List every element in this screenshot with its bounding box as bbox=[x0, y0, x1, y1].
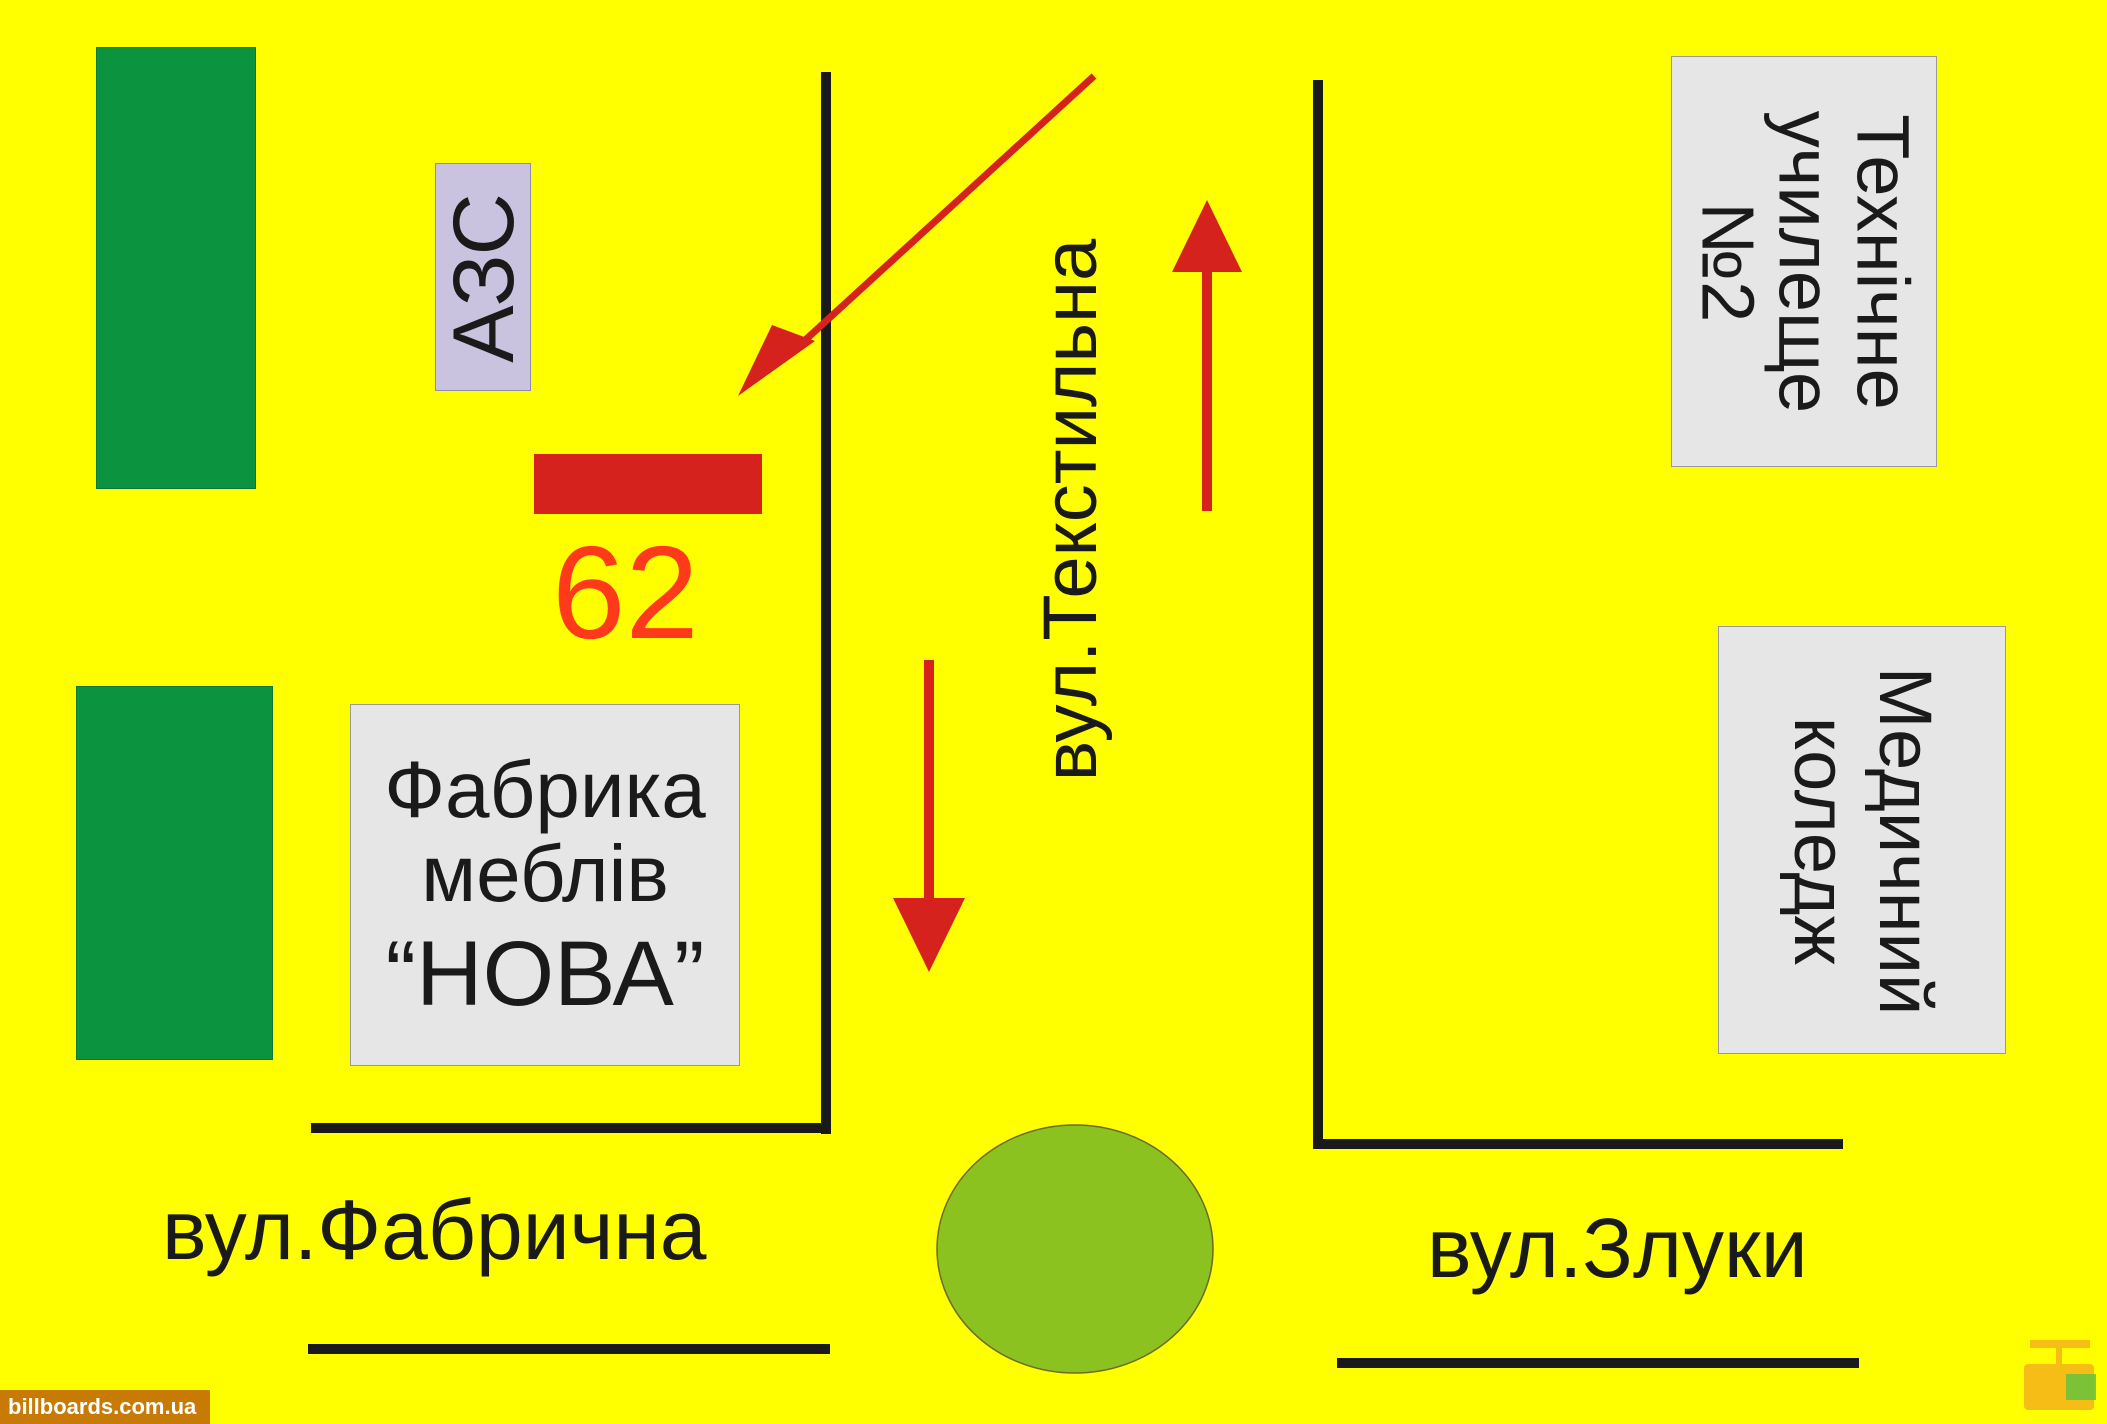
medical-college: Медичний коледж bbox=[1718, 626, 2006, 1054]
furniture-factory-label: Фабрика меблів “НОВА” bbox=[350, 704, 740, 1066]
street-name-zluky: вул.Злуки bbox=[1427, 1201, 1808, 1295]
street-line-textylna-right bbox=[1313, 80, 1323, 1148]
billboard-number: 62 bbox=[552, 519, 699, 666]
factory-line-3: “НОВА” bbox=[385, 922, 705, 1025]
street-name-fabrychna: вул.Фабрична bbox=[162, 1183, 707, 1277]
arrow-up bbox=[1172, 200, 1242, 511]
watermark-logo-icon bbox=[2016, 1330, 2106, 1420]
factory-line-2: меблів bbox=[421, 828, 669, 918]
arrow-to-billboard bbox=[738, 73, 1097, 396]
street-line-fabrychna-top bbox=[311, 1123, 831, 1133]
street-line-fabrychna-bottom bbox=[308, 1344, 830, 1354]
roundabout bbox=[936, 1124, 1214, 1374]
furniture-factory bbox=[350, 704, 740, 1066]
technical-school: Технічне училеще №2 bbox=[1671, 56, 1937, 467]
billboard-marker bbox=[534, 454, 762, 514]
street-line-zluky-bottom bbox=[1337, 1358, 1859, 1368]
street-line-textylna-left bbox=[821, 72, 831, 1134]
green-block-top bbox=[96, 47, 256, 489]
street-line-zluky-top bbox=[1313, 1139, 1843, 1149]
watermark: billboards.com.ua bbox=[0, 1390, 210, 1424]
factory-line-1: Фабрика bbox=[384, 744, 706, 834]
gas-station: АЗС bbox=[435, 163, 532, 391]
green-block-bottom bbox=[76, 686, 273, 1060]
arrow-down bbox=[893, 660, 965, 972]
